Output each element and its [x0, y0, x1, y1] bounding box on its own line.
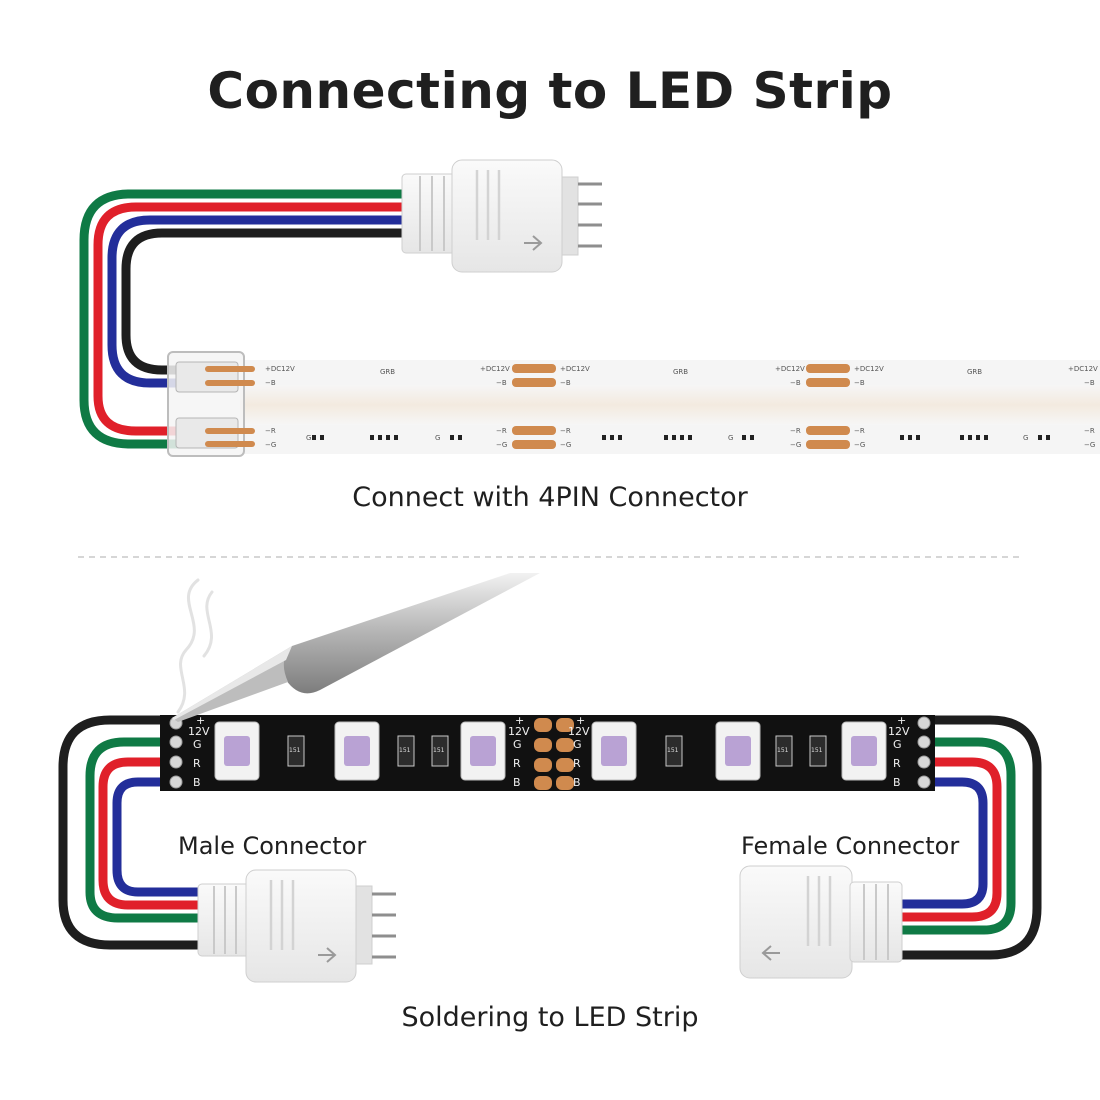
cob-pad-label-plus: +DC12V	[775, 365, 805, 373]
pin-label-g: G	[513, 738, 522, 751]
male-connector-label: Male Connector	[178, 832, 367, 860]
smd-led-strip: 151 151 151 151 151 151 + 12V G R B + 12…	[160, 714, 935, 791]
female-connector-label: Female Connector	[741, 832, 960, 860]
pin-label-12v: 12V	[888, 725, 910, 738]
wire-black	[58, 715, 205, 950]
cob-pad-label-b: −B	[496, 379, 507, 387]
arrow-icon	[761, 945, 780, 961]
cob-pad-label-plus: +DC12V	[854, 365, 884, 373]
wire-bundle-left	[58, 715, 205, 950]
cob-led-strip: +DC12V −B −R −G GRB +DC12V +DC12V −B −B …	[240, 360, 1100, 454]
resistor-label: 151	[667, 747, 679, 754]
wire-blue	[107, 215, 405, 388]
wire-red	[93, 202, 405, 436]
cob-pad-label-plus: +DC12V	[265, 365, 295, 373]
resistor-label: 151	[811, 747, 823, 754]
pin-label-plus: +	[515, 714, 524, 727]
cob-smd-chips	[312, 435, 1050, 440]
cob-pad-label-b: −B	[1084, 379, 1095, 387]
pin-label-plus: +	[576, 714, 585, 727]
pin-label-12v: 12V	[188, 725, 210, 738]
wire-red	[98, 757, 205, 910]
cob-pad-label-r: −R	[496, 427, 507, 435]
cob-pad-label-g: −G	[854, 441, 865, 449]
cob-chip-label: G	[728, 434, 733, 442]
pin-label-g: G	[193, 738, 202, 751]
pin-label-r: R	[893, 757, 901, 770]
male-connector-bottom	[197, 869, 396, 983]
clip-connector	[167, 351, 255, 457]
wire-black	[900, 715, 1042, 960]
cob-pad-label-g: −G	[790, 441, 801, 449]
pin-label-r: R	[513, 757, 521, 770]
resistor-label: 151	[289, 747, 301, 754]
smd-copper-pads	[534, 718, 574, 790]
pin-label-g: G	[573, 738, 582, 751]
resistor-label: 151	[399, 747, 411, 754]
wire-blue	[900, 777, 988, 909]
wire-bundle-right	[900, 715, 1042, 960]
caption-4pin-connector: Connect with 4PIN Connector	[352, 482, 748, 513]
cob-chip-label: G	[435, 434, 440, 442]
wire-green	[85, 737, 205, 923]
female-connector-bottom	[739, 865, 903, 979]
wire-green	[900, 737, 1016, 935]
pin-label-g: G	[893, 738, 902, 751]
cob-pad-label-g: −G	[560, 441, 571, 449]
resistor-label: 151	[433, 747, 445, 754]
smd-resistors	[287, 735, 827, 767]
wire-green	[79, 189, 405, 449]
cob-pad-label-r: −R	[854, 427, 865, 435]
cob-pad-label-b: −B	[560, 379, 571, 387]
arrow-icon	[318, 947, 337, 963]
pin-label-r: R	[573, 757, 581, 770]
pin-label-plus: +	[196, 714, 205, 727]
cob-pad-label-r: −R	[790, 427, 801, 435]
wire-black	[121, 228, 405, 375]
cob-pad-label-r: −R	[560, 427, 571, 435]
pin-label-b: B	[893, 776, 901, 789]
cob-pad-label-g: −G	[1084, 441, 1095, 449]
pin-label-12v: 12V	[568, 725, 590, 738]
cob-pad-label-b: −B	[265, 379, 276, 387]
wire-red	[900, 757, 1002, 922]
cob-mid-label: GRB	[967, 368, 982, 376]
cob-copper-pads	[512, 364, 850, 449]
cob-pad-label-g: −G	[265, 441, 276, 449]
cob-pad-label-plus: +DC12V	[560, 365, 590, 373]
arrow-icon	[524, 235, 543, 251]
resistor-label: 151	[777, 747, 789, 754]
cob-pad-label-b: −B	[790, 379, 801, 387]
pin-label-r: R	[193, 757, 201, 770]
cob-mid-label: GRB	[673, 368, 688, 376]
wire-blue	[112, 777, 205, 897]
cob-mid-label: GRB	[380, 368, 395, 376]
cob-pad-label-b: −B	[854, 379, 865, 387]
cob-chip-label: G	[306, 434, 311, 442]
pin-label-12v: 12V	[508, 725, 530, 738]
soldering-iron-icon	[172, 573, 540, 722]
cob-pad-label-plus: +DC12V	[1068, 365, 1098, 373]
smoke-icon	[176, 578, 214, 714]
caption-soldering: Soldering to LED Strip	[401, 1002, 699, 1033]
cob-pad-label-plus: +DC12V	[480, 365, 510, 373]
cob-pad-label-r: −R	[265, 427, 276, 435]
pin-label-b: B	[573, 776, 581, 789]
pin-label-b: B	[513, 776, 521, 789]
cob-chip-label: G	[1023, 434, 1028, 442]
pin-label-b: B	[193, 776, 201, 789]
smd-led-cores	[224, 736, 877, 766]
page-title: Connecting to LED Strip	[207, 62, 893, 120]
cob-pad-label-g: −G	[496, 441, 507, 449]
cob-pad-label-r: −R	[1084, 427, 1095, 435]
male-connector-top	[401, 159, 602, 273]
pin-label-plus: +	[897, 714, 906, 727]
wire-bundle-top	[79, 189, 405, 449]
